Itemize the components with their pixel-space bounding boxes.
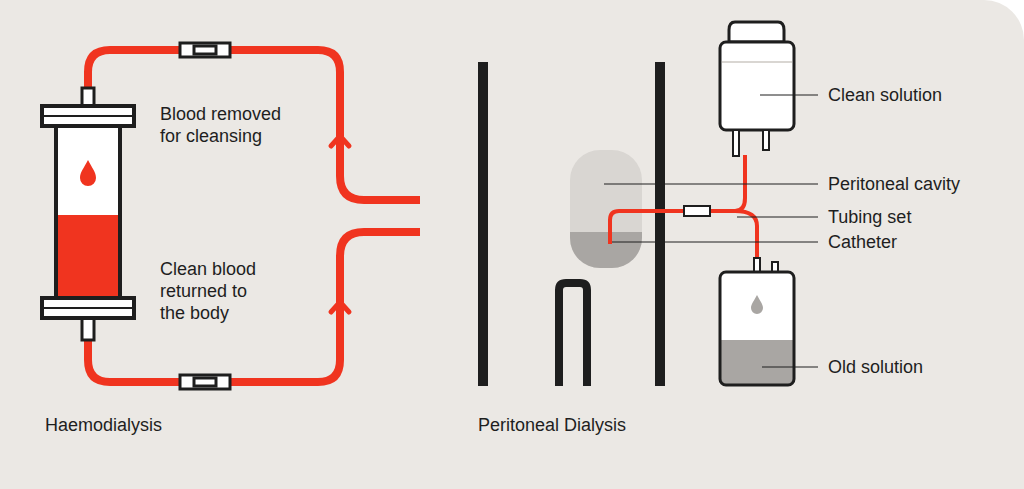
tube-connector xyxy=(684,206,710,216)
callout-label: Old solution xyxy=(828,356,1013,378)
callout-label: Clean solution xyxy=(828,84,1013,106)
leader-line xyxy=(604,95,818,367)
flow-label: Blood removed for cleansing xyxy=(160,103,300,147)
panel-title: Peritoneal Dialysis xyxy=(478,414,718,436)
callout-label: Catheter xyxy=(828,231,1013,253)
callout-label: Peritoneal cavity xyxy=(828,173,1013,195)
panel-title: Haemodialysis xyxy=(45,414,265,436)
flow-arrows xyxy=(331,136,349,312)
blood-tubing xyxy=(88,50,420,382)
tubing-set xyxy=(610,155,757,262)
clean-solution-bag xyxy=(720,22,794,156)
tube-connector xyxy=(180,43,230,389)
flow-label: Clean blood returned to the body xyxy=(160,258,270,324)
callout-label: Tubing set xyxy=(828,206,1013,228)
old-solution-bag xyxy=(718,258,798,390)
body-outline xyxy=(478,62,665,386)
dialyzer xyxy=(42,88,134,340)
